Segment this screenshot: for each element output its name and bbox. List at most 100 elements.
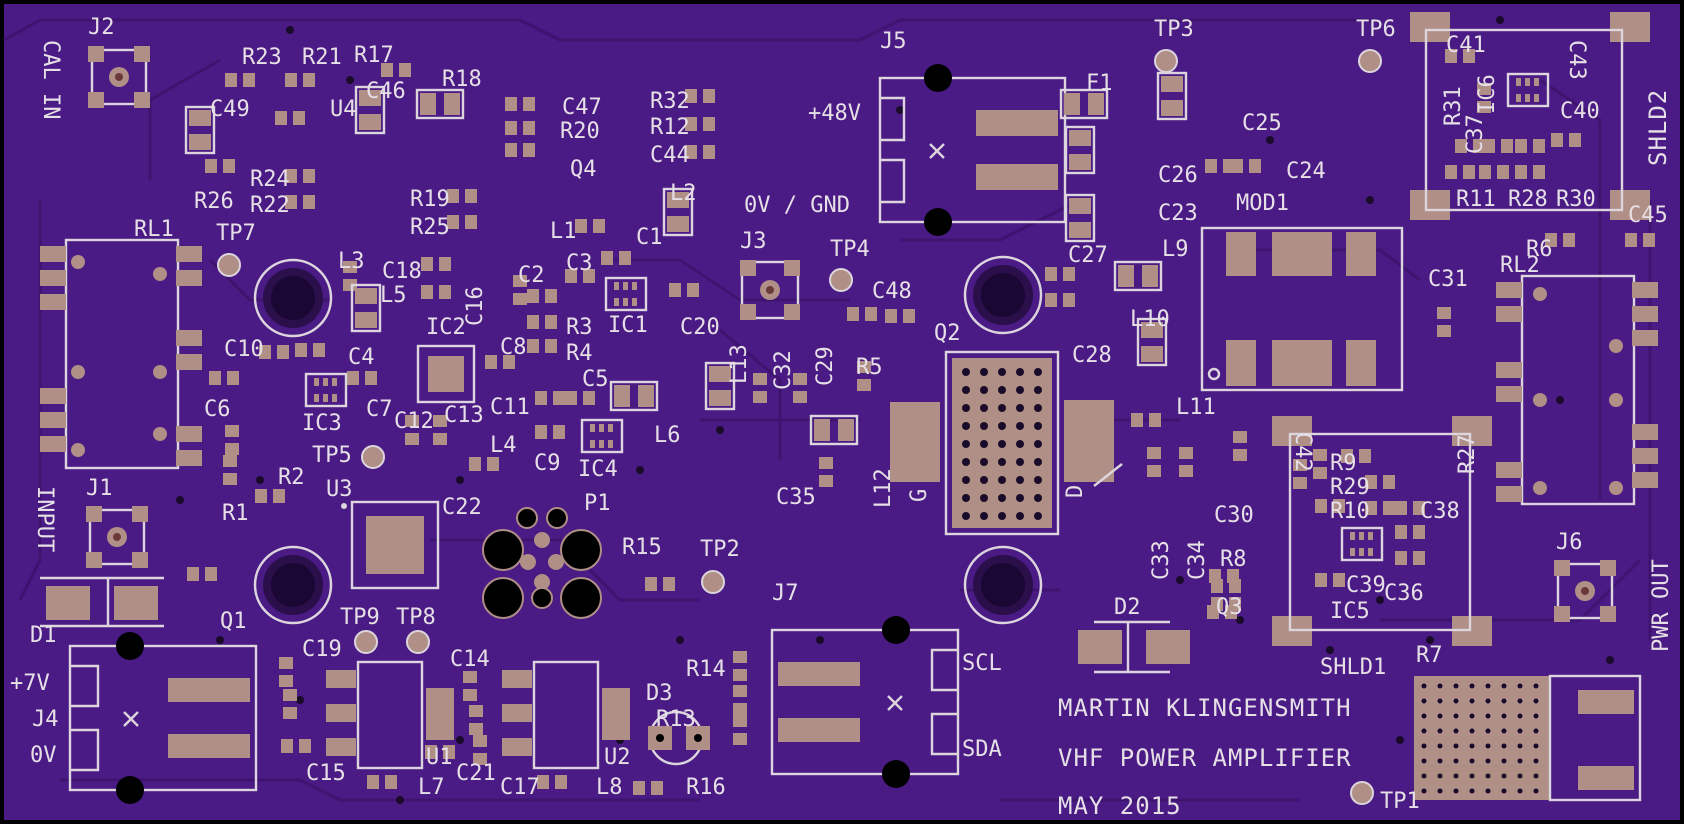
refdes-l10: L10 bbox=[1130, 307, 1170, 332]
smd-part bbox=[535, 391, 565, 405]
smd-part bbox=[565, 269, 595, 283]
smd-part bbox=[1059, 88, 1109, 120]
refdes-c12: C12 bbox=[394, 409, 434, 434]
refdes-r22: R22 bbox=[250, 193, 290, 218]
refdes-j1: J1 bbox=[86, 476, 113, 501]
smd-part bbox=[205, 159, 235, 173]
smd-part bbox=[1315, 573, 1345, 587]
refdes-u4: U4 bbox=[330, 97, 357, 122]
smd-part bbox=[733, 715, 747, 745]
refdes-rl1: RL1 bbox=[134, 217, 174, 242]
smd-part bbox=[809, 414, 859, 446]
smd-part bbox=[685, 117, 715, 131]
refdes-c11: C11 bbox=[490, 395, 530, 420]
refdes-c48: C48 bbox=[872, 279, 912, 304]
refdes-r27: R27 bbox=[1455, 434, 1480, 474]
refdes-l2: L2 bbox=[670, 181, 697, 206]
refdes-rl2: RL2 bbox=[1500, 253, 1540, 278]
refdes-r7: R7 bbox=[1416, 643, 1443, 668]
smd-part bbox=[1395, 525, 1425, 539]
smd-part bbox=[685, 145, 715, 159]
refdes-r5: R5 bbox=[856, 355, 883, 380]
refdes-c2: C2 bbox=[518, 263, 545, 288]
smd-part bbox=[1147, 447, 1161, 477]
refdes-r10: R10 bbox=[1330, 499, 1370, 524]
refdes-ic3: IC3 bbox=[302, 411, 342, 436]
smd-part bbox=[1064, 125, 1096, 175]
smd-part bbox=[1445, 165, 1475, 179]
refdes-r31: R31 bbox=[1441, 86, 1466, 126]
smd-part bbox=[847, 307, 877, 321]
smd-part bbox=[1479, 165, 1509, 179]
smd-part bbox=[1341, 449, 1371, 463]
refdes-l9: L9 bbox=[1162, 237, 1189, 262]
refdes-r14: R14 bbox=[686, 657, 726, 682]
refdes-c21: C21 bbox=[456, 761, 496, 786]
refdes-c28: C28 bbox=[1072, 343, 1112, 368]
smd-part bbox=[463, 671, 477, 701]
connector-j7 bbox=[770, 616, 960, 788]
smd-part bbox=[283, 689, 297, 719]
refdes-c3: C3 bbox=[566, 251, 593, 276]
transistor-q2 bbox=[890, 350, 1123, 536]
smd-part bbox=[633, 781, 663, 795]
smd-part bbox=[1395, 551, 1425, 565]
refdes-r23: R23 bbox=[242, 45, 282, 70]
refdes-r4: R4 bbox=[566, 341, 593, 366]
refdes-d2: D2 bbox=[1114, 595, 1141, 620]
refdes-j2: J2 bbox=[88, 15, 115, 40]
smd-part bbox=[473, 735, 487, 765]
smd-part bbox=[343, 261, 357, 291]
refdes-c44: C44 bbox=[650, 143, 690, 168]
refdes-r6: R6 bbox=[1526, 237, 1553, 262]
smd-part bbox=[527, 289, 557, 303]
refdes-c46: C46 bbox=[366, 79, 406, 104]
smd-part bbox=[1365, 501, 1395, 515]
refdes-mod1: MOD1 bbox=[1236, 191, 1289, 216]
connector-j4 bbox=[68, 632, 258, 804]
smd-part bbox=[447, 189, 477, 203]
refdes-c4: C4 bbox=[348, 345, 375, 370]
refdes-r2: R2 bbox=[278, 465, 305, 490]
smd-part bbox=[662, 187, 694, 237]
smd-part bbox=[259, 345, 289, 359]
vias bbox=[176, 16, 1614, 804]
labels: CAL IN INPUT PWR OUT SHLD2 SHLD1 +48V 0V… bbox=[10, 40, 1674, 820]
refdes-l13: L13 bbox=[727, 344, 752, 384]
refdes-u1: U1 bbox=[426, 745, 453, 770]
smd-part bbox=[1625, 233, 1655, 247]
refdes-j6: J6 bbox=[1556, 530, 1583, 555]
smd-part bbox=[601, 251, 631, 265]
refdes-r30: R30 bbox=[1556, 187, 1596, 212]
smd-part bbox=[1445, 49, 1475, 63]
ic-u3 bbox=[341, 500, 440, 590]
refdes-labels: J2J1J6J3J5J4J7TP1TP2TP3TP4TP5TP6TP7TP8TP… bbox=[30, 15, 1668, 814]
refdes-q3: Q3 bbox=[1216, 595, 1243, 620]
refdes-r3: R3 bbox=[566, 315, 593, 340]
smd-part bbox=[275, 111, 305, 125]
refdes-c15: C15 bbox=[306, 761, 346, 786]
refdes-c27: C27 bbox=[1068, 243, 1108, 268]
refdes-r17: R17 bbox=[354, 43, 394, 68]
refdes-j4: J4 bbox=[32, 707, 59, 732]
refdes-tp4: TP4 bbox=[830, 237, 870, 262]
smd-part bbox=[1437, 307, 1451, 337]
refdes-j3: J3 bbox=[740, 229, 767, 254]
ic-ic2 bbox=[416, 344, 476, 404]
smd-part bbox=[469, 457, 499, 471]
refdes-l3: L3 bbox=[338, 249, 365, 274]
smd-part bbox=[609, 380, 659, 412]
refdes-r12: R12 bbox=[650, 115, 690, 140]
smd-part bbox=[485, 355, 515, 369]
refdes-u2: U2 bbox=[604, 745, 631, 770]
smd-part bbox=[537, 775, 567, 789]
smd-part bbox=[527, 339, 557, 353]
smd-part bbox=[295, 343, 325, 357]
refdes-c29: C29 bbox=[813, 346, 838, 386]
smd-part bbox=[1179, 447, 1193, 477]
smd-part bbox=[1315, 499, 1345, 513]
smd-part bbox=[1233, 431, 1247, 461]
shield-shld1 bbox=[1272, 416, 1492, 646]
smd-part bbox=[505, 97, 535, 111]
smd-part bbox=[1064, 193, 1096, 243]
